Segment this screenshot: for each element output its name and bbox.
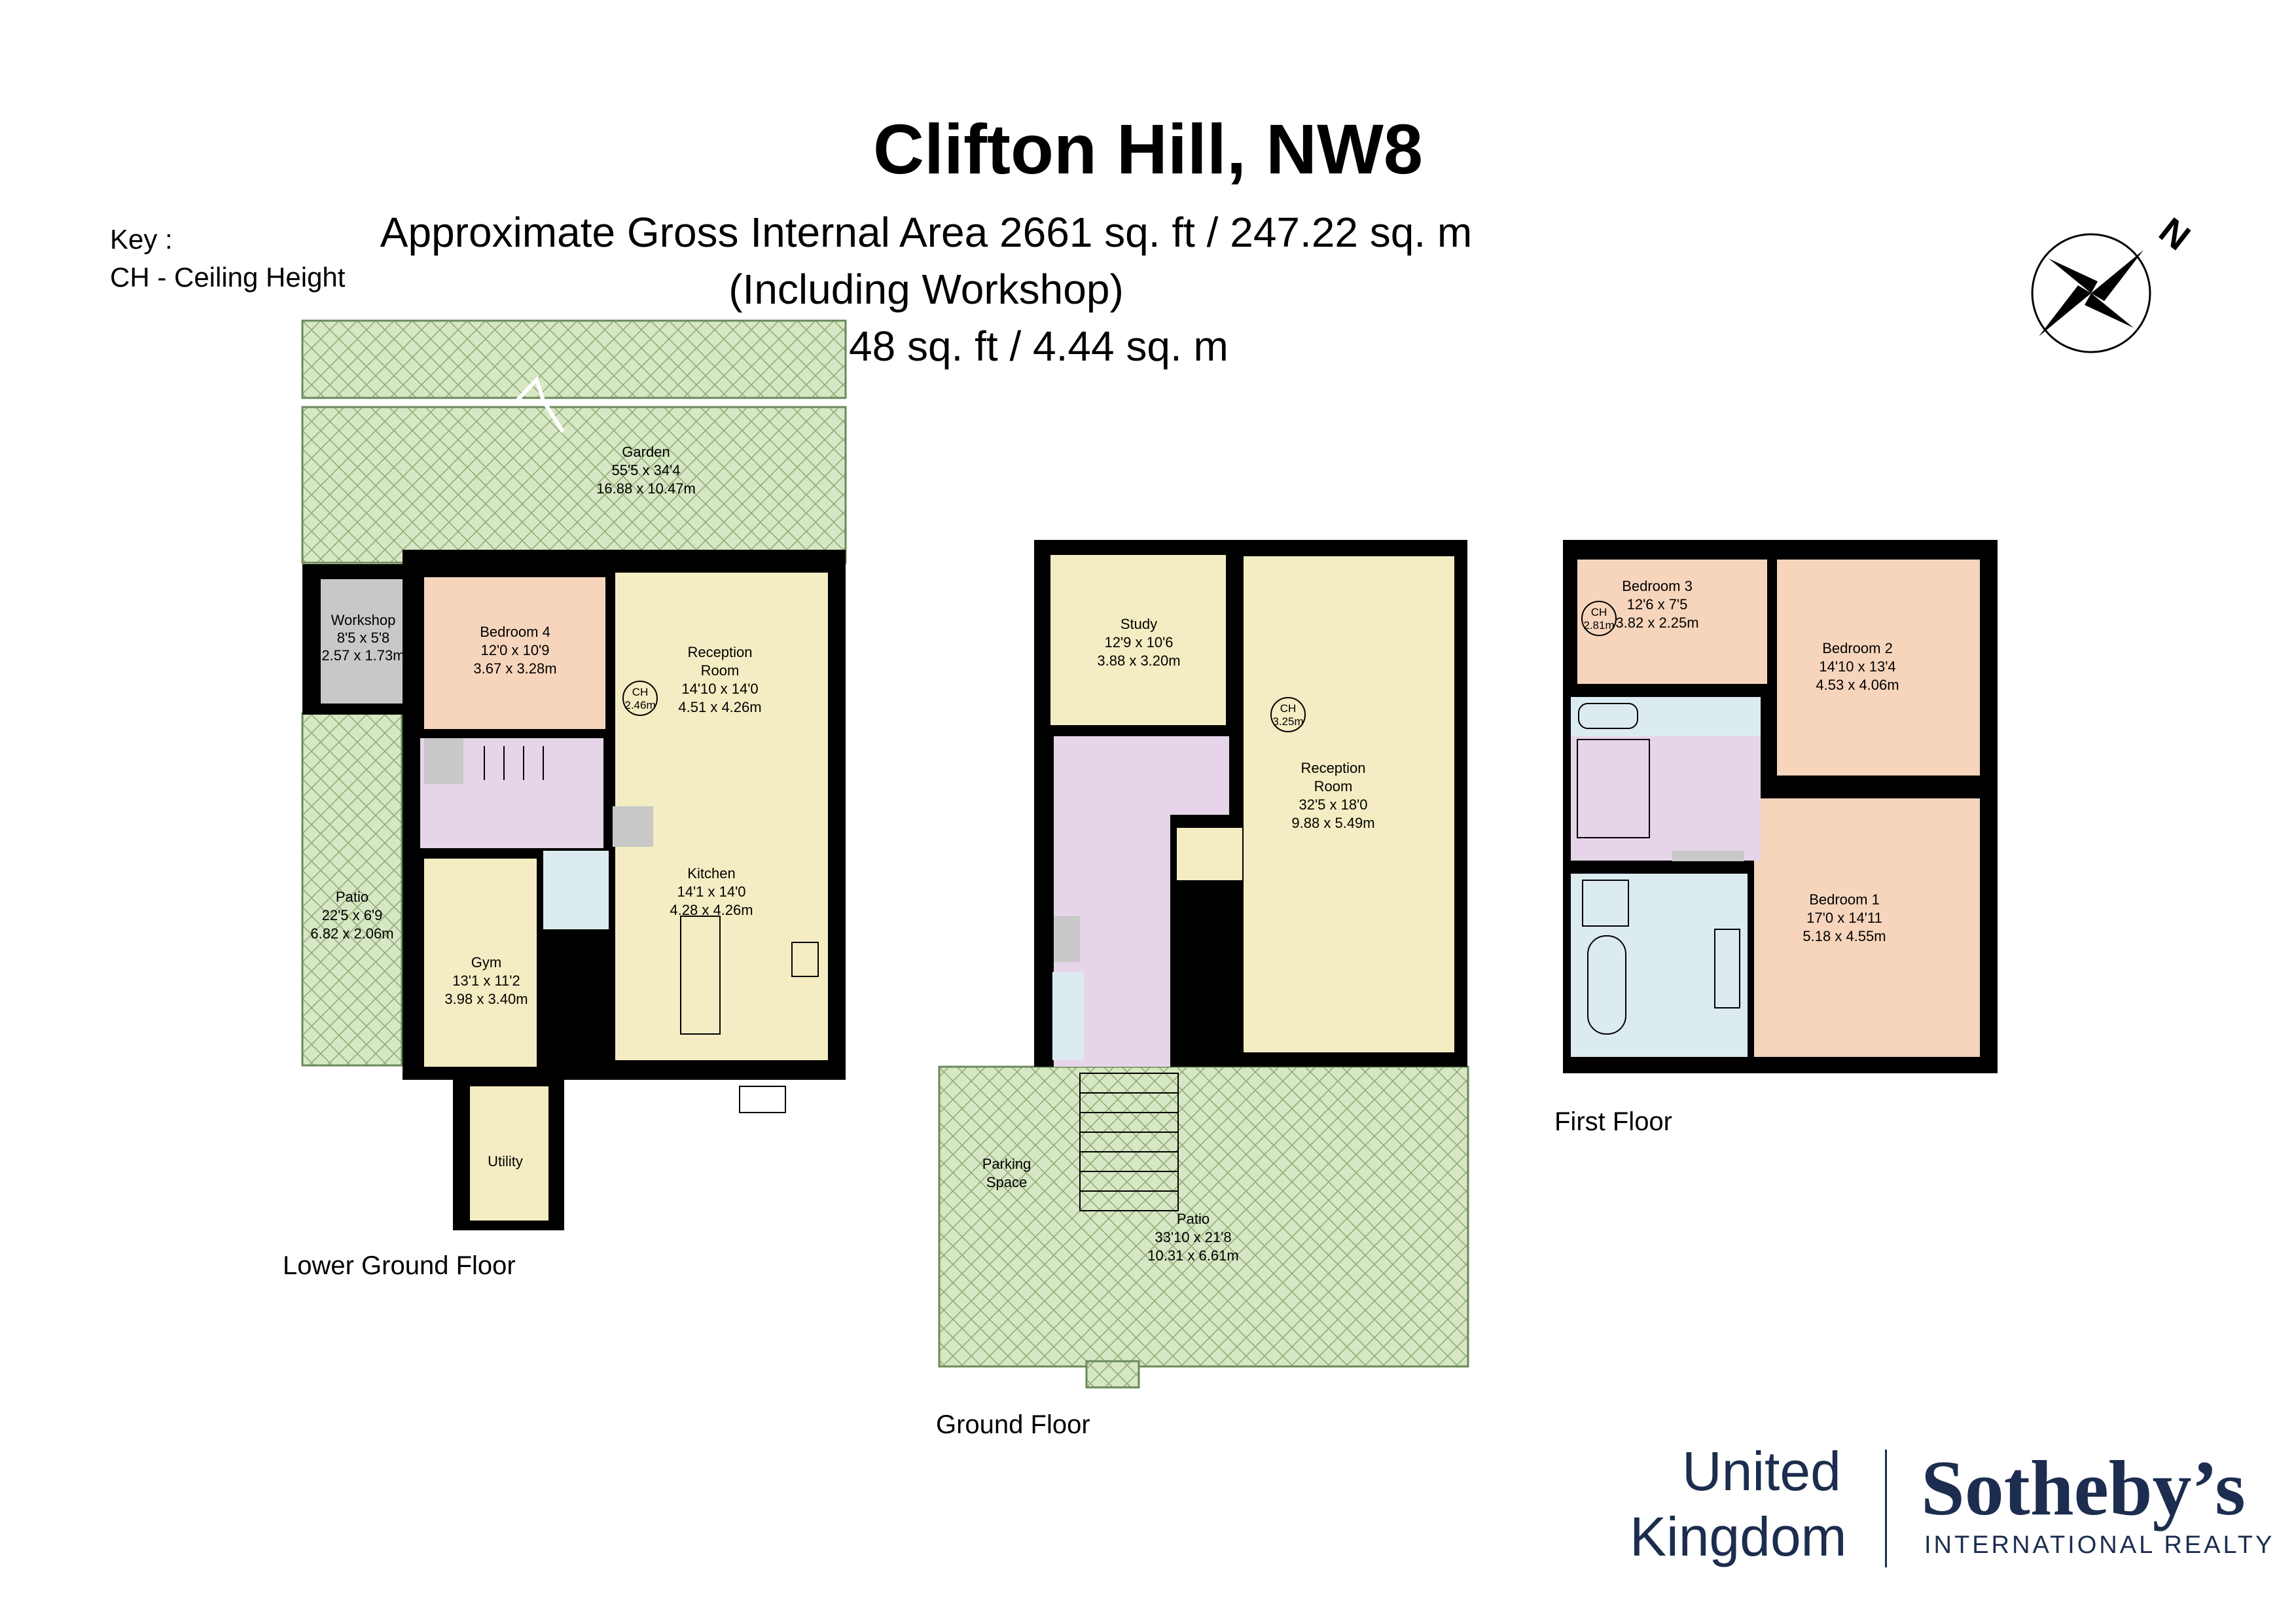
study-name: Study — [1121, 616, 1157, 632]
bedroom3-size-metric: 3.82 x 2.25m — [1615, 615, 1698, 631]
ground-reception-room — [1244, 556, 1454, 1052]
area-subtitle: Approximate Gross Internal Area 2661 sq.… — [380, 209, 1473, 256]
lg-ch-label: CH — [632, 686, 649, 698]
bedroom2-size-imperial: 14'10 x 13'4 — [1819, 658, 1895, 675]
page-title: Clifton Hill, NW8 — [873, 109, 1423, 188]
gf-patio-size-metric: 10.31 x 6.61m — [1147, 1247, 1238, 1264]
ground-floor-plan — [938, 540, 1469, 1389]
garden-area-top — [301, 319, 847, 399]
bedroom4-size-metric: 3.67 x 3.28m — [473, 660, 556, 677]
lower-ground-floor-label: Lower Ground Floor — [283, 1251, 516, 1280]
lg-patio-size-metric: 6.82 x 2.06m — [310, 925, 393, 942]
gym-size-metric: 3.98 x 3.40m — [444, 991, 528, 1007]
bedroom1-size-imperial: 17'0 x 14'11 — [1806, 910, 1882, 926]
compass-icon: N — [2031, 209, 2198, 353]
gf-reception-size-metric: 9.88 x 5.49m — [1291, 815, 1374, 831]
lg-patio-size-imperial: 22'5 x 6'9 — [322, 907, 383, 923]
patio-area — [301, 712, 403, 1067]
brand-region-line2: Kingdom — [1630, 1506, 1847, 1567]
study-size-imperial: 12'9 x 10'6 — [1104, 634, 1173, 651]
lg-patio-name: Patio — [336, 889, 368, 905]
workshop-name: Workshop — [331, 612, 396, 628]
gf-ch-value: 3.25m — [1272, 715, 1303, 728]
lg-ch-value: 2.46m — [624, 699, 655, 711]
brand-divider — [1885, 1450, 1887, 1567]
lg-reception-size-imperial: 14'10 x 14'0 — [681, 681, 758, 697]
workshop-size-imperial: 8'5 x 5'8 — [337, 630, 390, 646]
brand-tagline: INTERNATIONAL REALTY — [1924, 1531, 2275, 1559]
study — [1050, 555, 1226, 725]
key-heading: Key : — [110, 224, 173, 255]
garden-size-metric: 16.88 x 10.47m — [596, 480, 696, 497]
lower-ground-floor-plan — [301, 319, 847, 1230]
gf-reception-size-imperial: 32'5 x 18'0 — [1299, 796, 1367, 813]
bedroom-2 — [1777, 560, 1980, 776]
ground-cloakroom — [1052, 972, 1084, 1060]
brand-region-line1: United — [1682, 1440, 1841, 1502]
gf-patio-size-imperial: 33'10 x 21'8 — [1155, 1229, 1231, 1245]
gym-name: Gym — [471, 954, 501, 971]
key-ceiling-height: CH - Ceiling Height — [110, 262, 346, 293]
workshop-size-metric: 2.57 x 1.73m — [321, 647, 404, 664]
ff-ch-label: CH — [1591, 606, 1607, 618]
gym — [424, 859, 537, 1067]
bedroom2-name: Bedroom 2 — [1822, 640, 1893, 656]
first-landing — [1571, 736, 1761, 861]
gym-size-imperial: 13'1 x 11'2 — [452, 972, 520, 989]
area-note: (Including Workshop) — [728, 266, 1124, 313]
first-floor-label: First Floor — [1554, 1107, 1672, 1136]
gf-ch-badge — [1270, 697, 1306, 732]
compass-label: N — [2152, 209, 2198, 259]
parking-name2: Space — [986, 1174, 1027, 1190]
gf-reception-name1: Reception — [1300, 760, 1365, 776]
kitchen-size-metric: 4.28 x 4.26m — [670, 902, 753, 918]
garden-area — [301, 406, 847, 564]
bedroom1-name: Bedroom 1 — [1809, 891, 1880, 908]
workshop — [321, 579, 406, 704]
bedroom-3 — [1577, 560, 1767, 684]
first-ensuite — [1571, 874, 1748, 1057]
first-floor-plan — [1563, 540, 1998, 1073]
bedroom4-name: Bedroom 4 — [480, 624, 550, 640]
gf-ch-label: CH — [1280, 702, 1297, 715]
kitchen-name: Kitchen — [687, 865, 735, 882]
lg-reception-name1: Reception — [687, 644, 752, 660]
garden-name: Garden — [622, 444, 670, 460]
study-size-metric: 3.88 x 3.20m — [1097, 652, 1180, 669]
ff-ch-value: 2.81m — [1583, 619, 1614, 632]
ground-floor-label: Ground Floor — [936, 1410, 1090, 1439]
kitchen-size-imperial: 14'1 x 14'0 — [677, 883, 745, 900]
garden-size-imperial: 55'5 x 34'4 — [611, 462, 680, 478]
bedroom-1 — [1754, 798, 1980, 1057]
bedroom-4 — [424, 577, 605, 729]
bedroom3-size-imperial: 12'6 x 7'5 — [1627, 596, 1688, 613]
utility — [470, 1086, 548, 1221]
ground-patio-area — [938, 1065, 1469, 1368]
ff-ch-badge — [1581, 601, 1617, 636]
bedroom2-size-metric: 4.53 x 4.06m — [1816, 677, 1899, 693]
bedroom3-name: Bedroom 3 — [1622, 578, 1693, 594]
lower-shower-room — [543, 851, 609, 929]
utility-name: Utility — [488, 1153, 523, 1169]
lg-ch-badge — [622, 681, 658, 716]
lg-reception-size-metric: 4.51 x 4.26m — [678, 699, 761, 715]
lg-reception-name2: Room — [701, 662, 740, 679]
brand-logo-name: Sotheby’s — [1921, 1444, 2246, 1531]
gf-reception-name2: Room — [1314, 778, 1353, 794]
gf-patio-name: Patio — [1177, 1211, 1210, 1227]
parking-name1: Parking — [982, 1156, 1031, 1172]
bedroom4-size-imperial: 12'0 x 10'9 — [480, 642, 549, 658]
bedroom1-size-metric: 5.18 x 4.55m — [1803, 928, 1886, 944]
